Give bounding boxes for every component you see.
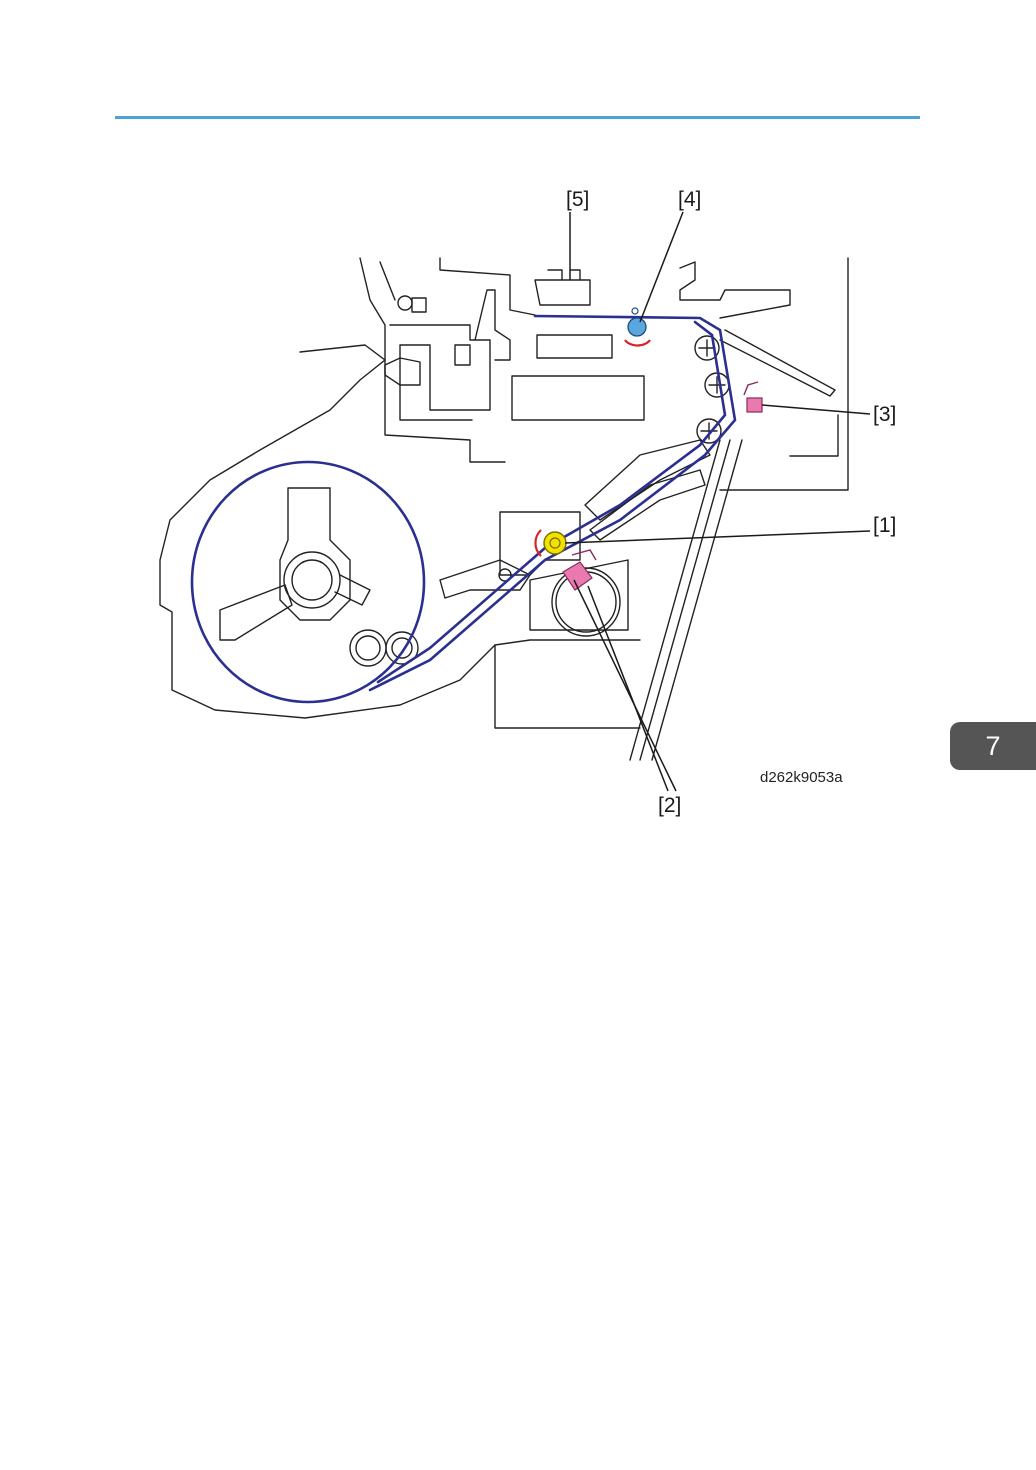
drawing-code: d262k9053a	[760, 769, 843, 786]
chapter-tab: 7	[950, 722, 1036, 770]
sensor-3	[744, 382, 762, 412]
callout-4: [4]	[678, 189, 701, 210]
callout-1: [1]	[873, 515, 896, 536]
paper-path	[192, 316, 735, 702]
chapter-number: 7	[985, 731, 1000, 762]
callout-2: [2]	[658, 795, 681, 816]
callout-3: [3]	[873, 404, 896, 425]
scanner-unit	[535, 270, 590, 305]
callout-5: [5]	[566, 189, 589, 210]
drive-gears	[350, 630, 418, 666]
leader-lines	[565, 212, 870, 791]
roller-4	[625, 308, 650, 345]
